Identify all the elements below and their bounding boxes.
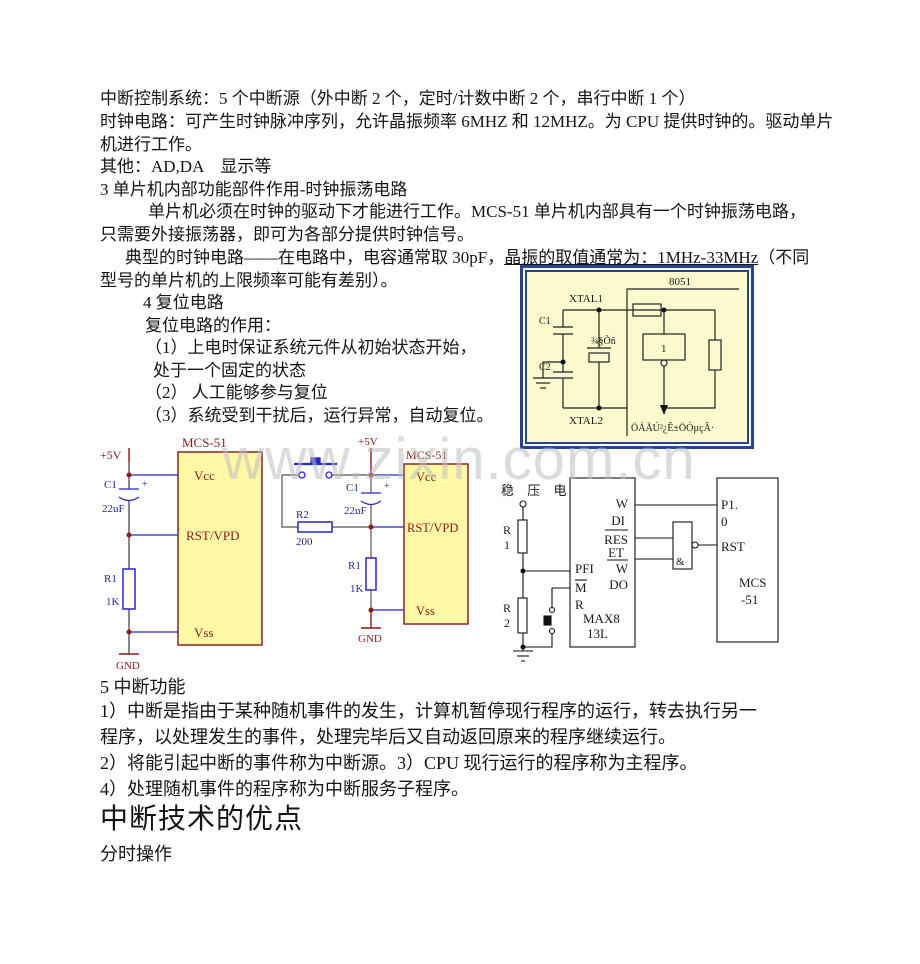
section-heading: 中断技术的优点 [100, 804, 304, 835]
wdt-regulator-label: 稳 压 电 [501, 483, 572, 498]
wdt-mcu-name-2: -51 [741, 592, 758, 607]
wdt-r2-label: R [503, 601, 511, 615]
clock-circuit-schematic: 8051 XTAL1 XTAL2 C1 C2 ¾§Õñ 1 ÖÁÄÚ²¿Ê±ÖÓ… [533, 276, 739, 436]
section-subheading: 分时操作 [100, 844, 172, 864]
wdt-chip-name-1: MAX8 [583, 611, 620, 626]
clock-gate-label: 1 [661, 343, 667, 355]
reset2-plus-mark: + [384, 481, 390, 492]
text-line-19: 2）将能引起中断的事件称为中断源。3）CPU 现行运行的程序称为主程序。 [100, 753, 698, 773]
reset2-rst-pin: RST/VPD [407, 521, 458, 535]
text-line-8-underlined: 晶振的取值通常为：1MHz-33MHz [504, 248, 759, 267]
text-line-14: （2） 人工能够参与复位 [145, 383, 328, 402]
text-line-9: 型号的单片机的上限频率可能有差别）。 [100, 271, 398, 290]
wdt-p1-pin-2: 0 [721, 514, 728, 529]
reset2-5v-label: +5V [358, 436, 378, 448]
reset2-gray-wires [281, 474, 372, 610]
wdt-pin-wdi-2: DI [611, 513, 625, 528]
wdt-chip-name-2: 13L [587, 626, 608, 641]
wdt-p1-pin-1: P1. [721, 497, 738, 512]
reset2-power-marks [361, 448, 381, 629]
text-line-15: （3）系统受到干扰后，运行异常，自动复位。 [145, 406, 494, 425]
clock-xtal1-label: XTAL1 [569, 293, 603, 305]
text-line-12: （1）上电时保证系统元件从初始状态开始， [145, 338, 477, 357]
reset2-r2-value: 200 [296, 536, 313, 548]
clock-chip-label: 8051 [669, 276, 691, 288]
reset2-vss-pin: Vss [416, 604, 435, 618]
wdt-pin-pfi: PFI [575, 561, 594, 576]
reset2-r2-label: R2 [296, 509, 309, 521]
text-line-3: 机进行工作。 [100, 135, 202, 154]
reset1-wires [118, 474, 178, 633]
text-line-17: 1）中断是指由于某种随机事件的发生，计算机暂停现行程序的运行，转去执行另一 [100, 701, 757, 721]
text-line-18: 程序，以处理发生的事件，处理完毕后又自动返回原来的程序继续运行。 [100, 727, 676, 747]
text-line-8-pre: 典型的时钟电路——在电路中，电容通常取 30pF， [125, 248, 505, 267]
wdt-rst-pin: RST [721, 539, 745, 554]
wdt-junctions [520, 568, 526, 650]
wdt-pin-wdo-1: W [616, 561, 629, 576]
clock-crystal-label: ¾§Õñ [591, 335, 616, 347]
clock-dots [560, 307, 668, 415]
wdt-and-gate-label: & [676, 556, 685, 568]
clock-c1-label: C1 [539, 316, 551, 327]
text-line-5: 3 单片机内部功能部件作用-时钟振荡电路 [100, 180, 408, 199]
reset2-blue-parts [294, 457, 404, 611]
reset1-vss-pin: Vss [194, 625, 214, 640]
text-line-2: 时钟电路：可产生时钟脉冲序列，允许晶振频率 6MHZ 和 12MHZ。为 CPU… [100, 112, 834, 131]
text-line-7: 只需要外接振荡器，即可为各部分提供时钟信号。 [100, 225, 474, 244]
text-line-1: 中断控制系统：5 个中断源（外中断 2 个，定时/计数中断 2 个，串行中断 1… [100, 89, 696, 108]
text-line-20: 4）处理随机事件的程序称为中断服务子程序。 [100, 779, 469, 799]
reset1-rst-pin: RST/VPD [186, 528, 239, 543]
reset1-r1-label: R1 [104, 573, 117, 585]
text-line-8-post: （不同 [758, 248, 810, 267]
reset1-c1-label: C1 [104, 479, 117, 491]
reset2-junctions [368, 472, 374, 613]
reset1-vcc-pin: Vcc [194, 468, 215, 483]
reset2-mcu-box [403, 463, 469, 625]
wdt-pin-reset-2: ET [608, 545, 624, 560]
reset2-c1-value: 22uF [344, 505, 367, 517]
wdt-wiring [513, 477, 779, 662]
reset1-title: MCS-51 [182, 435, 227, 450]
wdt-pin-mr-1: M [575, 580, 587, 595]
text-line-13: 处于一个固定的状态 [153, 361, 306, 380]
reset1-junctions [126, 472, 132, 635]
reset2-gnd-label: GND [358, 633, 382, 645]
text-line-6: 单片机必须在时钟的驱动下才能进行工作。MCS-51 单片机内部具有一个时钟振荡电… [148, 202, 806, 221]
clock-xtal2-label: XTAL2 [569, 415, 603, 427]
wdt-r2-number: 2 [504, 616, 510, 630]
reset1-mcu-box [177, 451, 263, 646]
reset1-plus-mark: + [142, 479, 148, 490]
text-line-10: 4 复位电路 [143, 293, 224, 312]
reset1-c1-value: 22uF [102, 503, 125, 515]
reset2-r1-value: 1K [350, 583, 364, 595]
wdt-r1-label: R [503, 523, 511, 537]
text-line-4: 其他：AD,DA 显示等 [100, 157, 272, 176]
reset1-r1-value: 1K [106, 596, 120, 608]
wdt-pin-wdo-2: DO [609, 577, 628, 592]
reset2-c1-label: C1 [346, 482, 359, 494]
text-line-8: 典型的时钟电路——在电路中，电容通常取 30pF，晶振的取值通常为：1MHz-3… [125, 247, 809, 268]
reset2-r1-label: R1 [348, 560, 361, 572]
text-line-11: 复位电路的作用： [145, 316, 281, 335]
text-line-16: 5 中断功能 [100, 677, 186, 697]
wdt-pin-wdi-1: W [616, 496, 629, 511]
clock-circuit-figure: 8051 XTAL1 XTAL2 C1 C2 ¾§Õñ 1 ÖÁÄÚ²¿Ê±ÖÓ… [520, 265, 754, 449]
wdt-pin-reset-1: RES [604, 532, 628, 547]
reset1-gnd-label: GND [116, 660, 140, 672]
wdt-r1-number: 1 [504, 538, 510, 552]
clock-c2-label: C2 [539, 362, 551, 373]
reset2-vcc-pin: Vcc [416, 470, 437, 484]
wdt-pin-mr-2: R [575, 597, 584, 612]
watchdog-circuit-schematic: 稳 压 电 R 1 R 2 W DI RES ET PFI W DO M R M… [501, 477, 779, 662]
clock-note-label: ÖÁÄÚ²¿Ê±ÖÓµçÂ· [631, 422, 714, 434]
reset1-5v-label: +5V [100, 448, 122, 462]
reset2-title: MCS-51 [406, 448, 447, 462]
reset-circuit-1-schematic: +5V MCS-51 Vcc RST/VPD Vss C1 + 22uF R1 … [100, 435, 263, 672]
reset-circuit-2-schematic: +5V MCS-51 Vcc RST/VPD Vss C1 + 22uF R2 … [281, 436, 469, 645]
wdt-mcu-name-1: MCS [739, 575, 766, 590]
clock-wiring [533, 288, 739, 436]
